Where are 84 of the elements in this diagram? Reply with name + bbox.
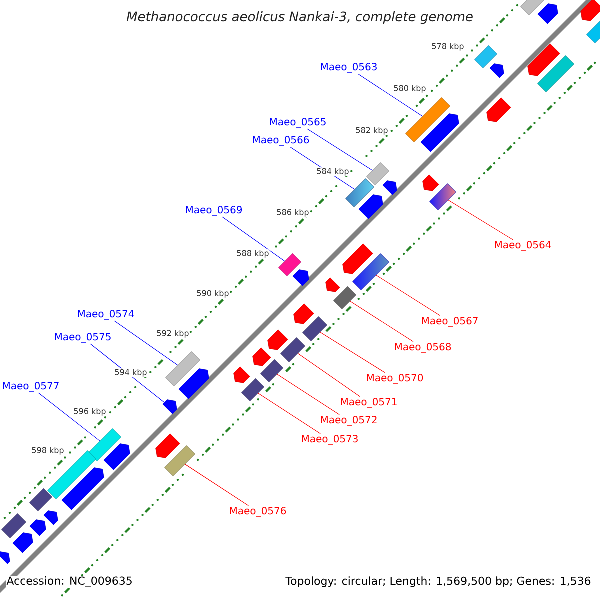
leader-line	[114, 320, 178, 366]
scale-label: 584 kbp	[316, 168, 350, 176]
gene-label: Maeo_0577	[3, 382, 59, 392]
gene-feature	[162, 400, 178, 414]
gene-label: Maeo_0573	[302, 435, 358, 445]
gene-label: Maeo_0567	[422, 317, 478, 327]
gene-feature	[302, 316, 328, 342]
gene-label: Maeo_0571	[341, 398, 397, 408]
gene-feature	[234, 366, 250, 384]
scale-label: 578 kbp	[431, 42, 465, 52]
title: Methanococcus aeolicus Nankai-3, complete genome	[126, 12, 473, 24]
gene-feature	[292, 270, 310, 286]
gene-feature	[326, 278, 340, 292]
gene-feature	[88, 428, 122, 462]
leader-line	[448, 200, 514, 240]
gene-feature	[166, 352, 200, 386]
gene-feature	[294, 304, 314, 324]
gene-feature	[12, 532, 34, 554]
gene-feature	[486, 98, 512, 122]
gene-feature	[280, 338, 306, 362]
leader-line	[184, 464, 249, 506]
gene-feature	[406, 98, 450, 142]
leader-line	[276, 374, 340, 416]
gene-label: Maeo_0565	[270, 118, 326, 128]
scale-label: 582 kbp	[355, 126, 389, 136]
gene-feature	[342, 244, 374, 274]
gene-feature	[62, 468, 104, 510]
gene-feature	[528, 44, 560, 76]
gene-label: Maeo_0564	[495, 241, 552, 251]
gene-label: Maeo_0563	[321, 63, 377, 73]
gene-feature	[334, 286, 356, 310]
gene-feature	[164, 446, 196, 476]
gene-label: Maeo_0566	[253, 136, 310, 146]
footer-text: Accession: NC_009635	[6, 576, 134, 588]
gene-feature	[242, 378, 264, 402]
gene-feature	[474, 46, 498, 68]
scale-label: 596 kbp	[73, 408, 107, 416]
scale-label: 590 kbp	[196, 290, 230, 298]
gene-label: Maeo_0569	[186, 206, 242, 216]
leader-line	[320, 332, 386, 374]
gene-feature	[260, 360, 284, 382]
gene-feature	[580, 0, 600, 22]
gene-feature	[44, 510, 58, 526]
gene-label: Maeo_0576	[230, 507, 286, 517]
footer-text: Topology: circular; Length: 1,569,500 bp; Genes: 1,536	[285, 576, 592, 588]
gene-label: Maeo_0572	[321, 416, 377, 426]
scale-label: 598 kbp	[31, 446, 65, 456]
leader-line	[222, 216, 286, 262]
scale-label: 586 kbp	[276, 208, 310, 218]
leader-line	[307, 128, 373, 171]
leader-line	[358, 74, 424, 117]
gene-feature	[0, 552, 10, 564]
gene-label: Maeo_0570	[367, 374, 424, 384]
gene-feature	[30, 488, 52, 512]
gene-label: Maeo_0568	[395, 343, 452, 353]
gene-feature	[420, 114, 460, 152]
gene-feature	[366, 162, 390, 186]
gene-feature	[422, 174, 440, 192]
gene-feature	[252, 348, 272, 366]
gene-feature	[538, 56, 574, 92]
gene-feature	[268, 330, 288, 350]
gene-feature	[490, 64, 504, 78]
gene-feature	[104, 444, 130, 470]
gene-feature	[30, 520, 46, 536]
leader-line	[350, 301, 414, 342]
gene-feature	[358, 194, 384, 220]
gene-feature	[178, 368, 210, 400]
scale-label: 592 kbp	[156, 330, 190, 338]
gene-feature	[156, 434, 180, 458]
scale-label: 580 kbp	[393, 84, 427, 94]
gene-feature	[586, 20, 600, 44]
scale-label: 588 kbp	[236, 250, 270, 258]
gene-label: Maeo_0575	[55, 333, 111, 343]
gene-feature	[278, 254, 302, 276]
gene-feature	[520, 0, 546, 16]
gene-feature	[538, 4, 558, 24]
leader-line	[376, 275, 441, 316]
scale-label: 594 kbp	[114, 368, 148, 378]
gene-label: Maeo_0574	[78, 310, 134, 320]
gene-feature	[382, 180, 398, 196]
leader-line	[298, 353, 361, 398]
leader-line	[38, 392, 100, 442]
leader-line	[258, 393, 321, 434]
gene-feature	[2, 514, 26, 538]
